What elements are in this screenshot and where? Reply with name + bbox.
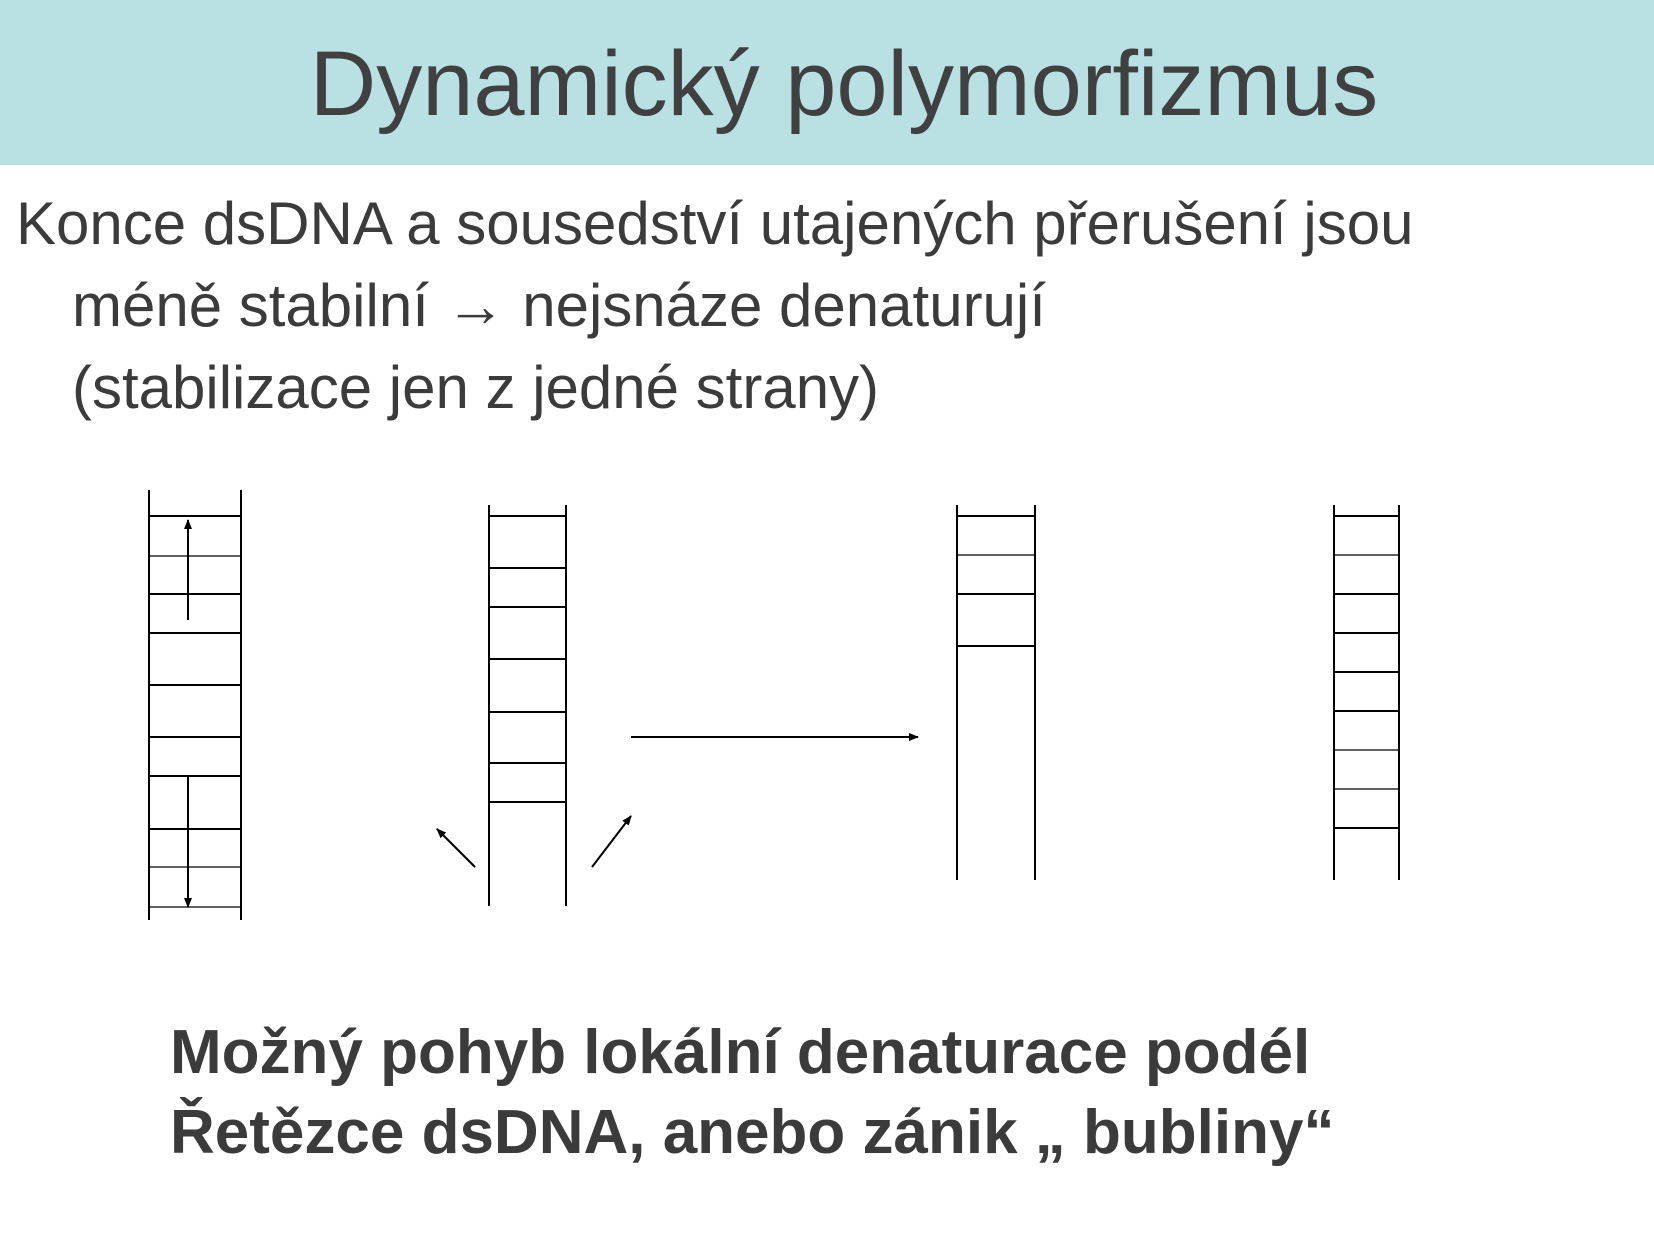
- title-bar: [0, 0, 1654, 165]
- body-text: Konce dsDNA a sousedství utajených přeru…: [16, 183, 1636, 429]
- caption: Možný pohyb lokální denaturace podél Řet…: [170, 1013, 1630, 1173]
- body-line-3: (stabilizace jen z jedné strany): [72, 354, 880, 421]
- up-right-arrow: [591, 815, 632, 868]
- ladder-bubble-opening: [436, 505, 632, 906]
- body-line-1: Konce dsDNA a sousedství utajených přeru…: [16, 190, 1414, 257]
- caption-line-2: Řetězce dsDNA, anebo zánik „ bubliny“: [170, 1098, 1335, 1167]
- slide-title: Dynamický polymorfizmus: [309, 33, 1379, 135]
- ladder-bubble-moving: [148, 490, 242, 920]
- ladder-denatured-end: [956, 505, 1036, 880]
- up-left-arrow: [436, 828, 476, 868]
- body-line-2: méně stabilní → nejsnáze denaturují: [72, 272, 1046, 339]
- caption-line-1: Možný pohyb lokální denaturace podél: [170, 1018, 1311, 1087]
- ladder-fully-paired: [1333, 505, 1400, 880]
